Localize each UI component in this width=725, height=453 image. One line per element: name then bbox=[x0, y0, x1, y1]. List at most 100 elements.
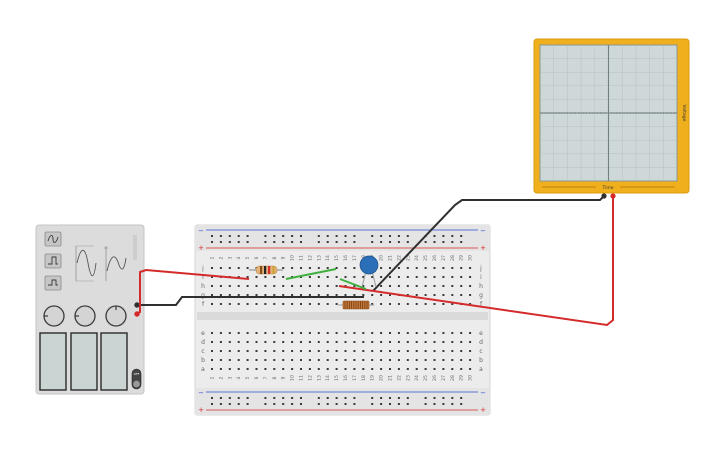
breadboard-hole[interactable] bbox=[415, 303, 418, 305]
breadboard-hole[interactable] bbox=[371, 341, 374, 343]
breadboard-hole[interactable] bbox=[406, 303, 409, 305]
breadboard-hole[interactable] bbox=[237, 267, 240, 269]
breadboard-hole[interactable] bbox=[397, 303, 400, 305]
green-jumper-wire-1[interactable] bbox=[285, 268, 337, 280]
rail-hole[interactable] bbox=[211, 403, 213, 405]
breadboard-hole[interactable] bbox=[282, 285, 285, 287]
rail-hole[interactable] bbox=[246, 235, 249, 237]
breadboard-hole[interactable] bbox=[300, 332, 302, 334]
breadboard-hole[interactable] bbox=[469, 341, 472, 343]
breadboard-hole[interactable] bbox=[335, 368, 338, 370]
breadboard-hole[interactable] bbox=[469, 294, 472, 296]
breadboard-hole[interactable] bbox=[362, 294, 365, 296]
breadboard-hole[interactable] bbox=[237, 359, 240, 361]
breadboard-hole[interactable] bbox=[211, 341, 213, 343]
breadboard-hole[interactable] bbox=[433, 303, 436, 305]
rail-hole[interactable] bbox=[282, 397, 285, 399]
breadboard-hole[interactable] bbox=[255, 332, 258, 334]
breadboard-hole[interactable] bbox=[460, 294, 463, 296]
rail-hole[interactable] bbox=[442, 403, 445, 405]
breadboard-hole[interactable] bbox=[291, 267, 294, 269]
breadboard-hole[interactable] bbox=[317, 350, 320, 352]
breadboard-hole[interactable] bbox=[389, 276, 391, 278]
breadboard-hole[interactable] bbox=[460, 267, 463, 269]
rail-hole[interactable] bbox=[389, 235, 391, 237]
breadboard-hole[interactable] bbox=[317, 359, 320, 361]
breadboard-hole[interactable] bbox=[380, 359, 383, 361]
rail-hole[interactable] bbox=[273, 235, 276, 237]
breadboard-hole[interactable] bbox=[362, 285, 365, 287]
rail-hole[interactable] bbox=[371, 235, 374, 237]
rail-hole[interactable] bbox=[344, 397, 347, 399]
breadboard-hole[interactable] bbox=[460, 341, 463, 343]
breadboard-hole[interactable] bbox=[255, 285, 258, 287]
breadboard-hole[interactable] bbox=[255, 341, 258, 343]
rail-hole[interactable] bbox=[282, 241, 285, 243]
rail-hole[interactable] bbox=[451, 241, 454, 243]
breadboard-hole[interactable] bbox=[433, 359, 436, 361]
breadboard-hole[interactable] bbox=[326, 267, 329, 269]
rail-hole[interactable] bbox=[353, 403, 356, 405]
breadboard-hole[interactable] bbox=[211, 294, 213, 296]
rail-hole[interactable] bbox=[371, 403, 374, 405]
breadboard-hole[interactable] bbox=[380, 267, 383, 269]
breadboard-hole[interactable] bbox=[406, 368, 409, 370]
rail-hole[interactable] bbox=[228, 397, 231, 399]
breadboard-hole[interactable] bbox=[308, 368, 311, 370]
rail-hole[interactable] bbox=[406, 241, 409, 243]
rail-hole[interactable] bbox=[317, 235, 320, 237]
breadboard-hole[interactable] bbox=[317, 276, 320, 278]
breadboard-hole[interactable] bbox=[397, 285, 400, 287]
breadboard-hole[interactable] bbox=[255, 276, 258, 278]
breadboard-hole[interactable] bbox=[300, 359, 302, 361]
breadboard-hole[interactable] bbox=[308, 332, 311, 334]
breadboard-hole[interactable] bbox=[317, 294, 320, 296]
breadboard-hole[interactable] bbox=[282, 341, 285, 343]
breadboard-hole[interactable] bbox=[273, 285, 276, 287]
breadboard-hole[interactable] bbox=[308, 350, 311, 352]
breadboard-hole[interactable] bbox=[451, 359, 454, 361]
rail-hole[interactable] bbox=[335, 397, 338, 399]
breadboard-hole[interactable] bbox=[246, 294, 249, 296]
rail-hole[interactable] bbox=[219, 403, 222, 405]
breadboard-hole[interactable] bbox=[300, 303, 302, 305]
breadboard-hole[interactable] bbox=[371, 285, 374, 287]
breadboard-hole[interactable] bbox=[300, 341, 302, 343]
breadboard-hole[interactable] bbox=[326, 359, 329, 361]
breadboard-hole[interactable] bbox=[460, 285, 463, 287]
breadboard-hole[interactable] bbox=[308, 359, 311, 361]
rail-hole[interactable] bbox=[326, 235, 329, 237]
breadboard-hole[interactable] bbox=[415, 332, 418, 334]
breadboard-hole[interactable] bbox=[264, 350, 267, 352]
black-wire-generator[interactable] bbox=[137, 296, 364, 306]
breadboard-hole[interactable] bbox=[469, 267, 472, 269]
breadboard-hole[interactable] bbox=[415, 276, 418, 278]
breadboard-hole[interactable] bbox=[246, 285, 249, 287]
rail-hole[interactable] bbox=[451, 397, 454, 399]
breadboard-hole[interactable] bbox=[255, 303, 258, 305]
breadboard-hole[interactable] bbox=[433, 368, 436, 370]
rail-hole[interactable] bbox=[326, 397, 329, 399]
breadboard-hole[interactable] bbox=[451, 294, 454, 296]
function-generator[interactable]: OFF bbox=[35, 224, 145, 395]
rail-hole[interactable] bbox=[237, 397, 240, 399]
breadboard-hole[interactable] bbox=[335, 285, 338, 287]
breadboard-hole[interactable] bbox=[228, 341, 231, 343]
breadboard-hole[interactable] bbox=[469, 359, 472, 361]
breadboard-hole[interactable] bbox=[246, 267, 249, 269]
rail-hole[interactable] bbox=[371, 241, 374, 243]
breadboard-hole[interactable] bbox=[397, 276, 400, 278]
breadboard-hole[interactable] bbox=[264, 359, 267, 361]
breadboard-hole[interactable] bbox=[469, 276, 472, 278]
breadboard-hole[interactable] bbox=[389, 359, 391, 361]
breadboard-hole[interactable] bbox=[300, 267, 302, 269]
rail-hole[interactable] bbox=[442, 397, 445, 399]
breadboard-hole[interactable] bbox=[317, 303, 320, 305]
breadboard-hole[interactable] bbox=[406, 294, 409, 296]
inductor[interactable] bbox=[338, 300, 374, 310]
breadboard-hole[interactable] bbox=[246, 350, 249, 352]
rail-hole[interactable] bbox=[433, 403, 436, 405]
breadboard-hole[interactable] bbox=[291, 285, 294, 287]
breadboard-hole[interactable] bbox=[433, 276, 436, 278]
